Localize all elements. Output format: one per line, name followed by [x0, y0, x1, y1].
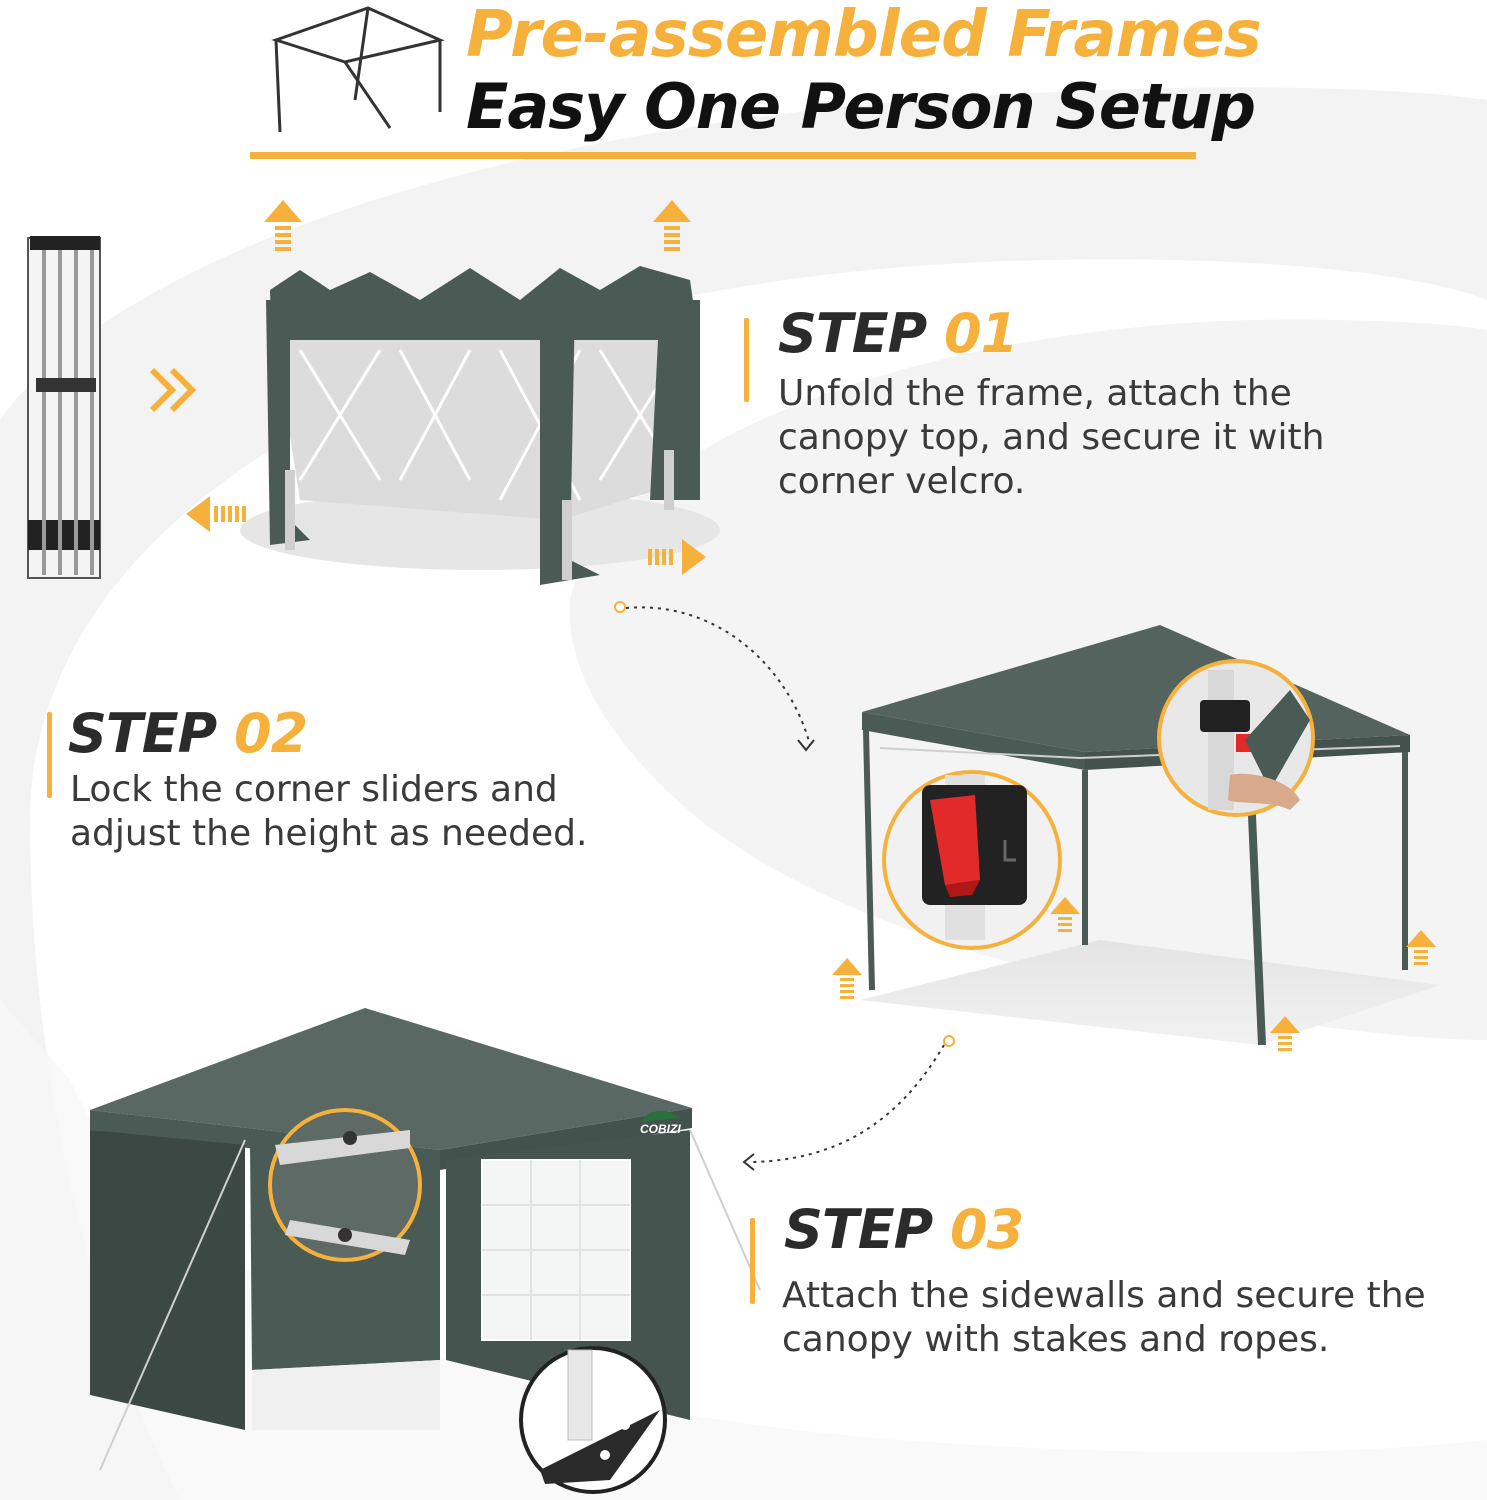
brand-logo: COBIZI — [640, 1122, 681, 1136]
double-chevron-right-icon — [149, 367, 197, 413]
step-02-title: STEP 02 — [68, 702, 308, 765]
connector-dot — [614, 601, 626, 613]
right-arrow-icon — [648, 539, 706, 575]
header-title-line1: Pre-assembled Frames — [466, 0, 1262, 72]
expanding-canopy — [240, 266, 720, 585]
step-02-accent-bar — [47, 712, 52, 798]
connector-arrowhead — [797, 739, 815, 752]
step-02-word: STEP — [68, 702, 217, 765]
step-01-word: STEP — [778, 302, 927, 365]
up-arrow-icon — [653, 200, 691, 251]
folded-frame — [27, 236, 101, 579]
step-01-description: Unfold the frame, attach the canopy top,… — [778, 373, 1325, 502]
base-plate-zoom-circle — [519, 1346, 667, 1494]
up-arrow-icon — [264, 200, 302, 251]
step-01-title: STEP 01 — [778, 302, 1018, 365]
step-03-title: STEP 03 — [784, 1198, 1024, 1261]
connector-arrowhead — [742, 1153, 755, 1171]
step-03-description: Attach the sidewalls and secure the cano… — [782, 1275, 1426, 1360]
up-arrow-icon — [1406, 930, 1436, 965]
step-02-description: Lock the corner sliders and adjust the h… — [70, 769, 588, 854]
header-underline — [250, 152, 1196, 159]
dotted-connector — [625, 606, 811, 746]
step-02-number: 02 — [234, 702, 308, 765]
step-03-accent-bar — [750, 1218, 755, 1304]
up-arrow-icon — [1270, 1016, 1300, 1051]
step-03-word: STEP — [784, 1198, 933, 1261]
frame-outline-icon — [271, 6, 445, 133]
step-01-number: 01 — [944, 302, 1018, 365]
up-arrow-icon — [832, 958, 862, 999]
latch-zoom-circle — [882, 770, 1062, 950]
slider-zoom-circle — [1157, 659, 1315, 817]
frame-joint-zoom-circle — [268, 1108, 422, 1262]
step-01-accent-bar — [744, 318, 749, 402]
left-arrow-icon — [186, 496, 246, 532]
header-title-line2: Easy One Person Setup — [466, 70, 1256, 143]
connector-dot — [943, 1035, 955, 1047]
step-03-number: 03 — [950, 1198, 1024, 1261]
up-arrow-icon — [1050, 897, 1080, 932]
